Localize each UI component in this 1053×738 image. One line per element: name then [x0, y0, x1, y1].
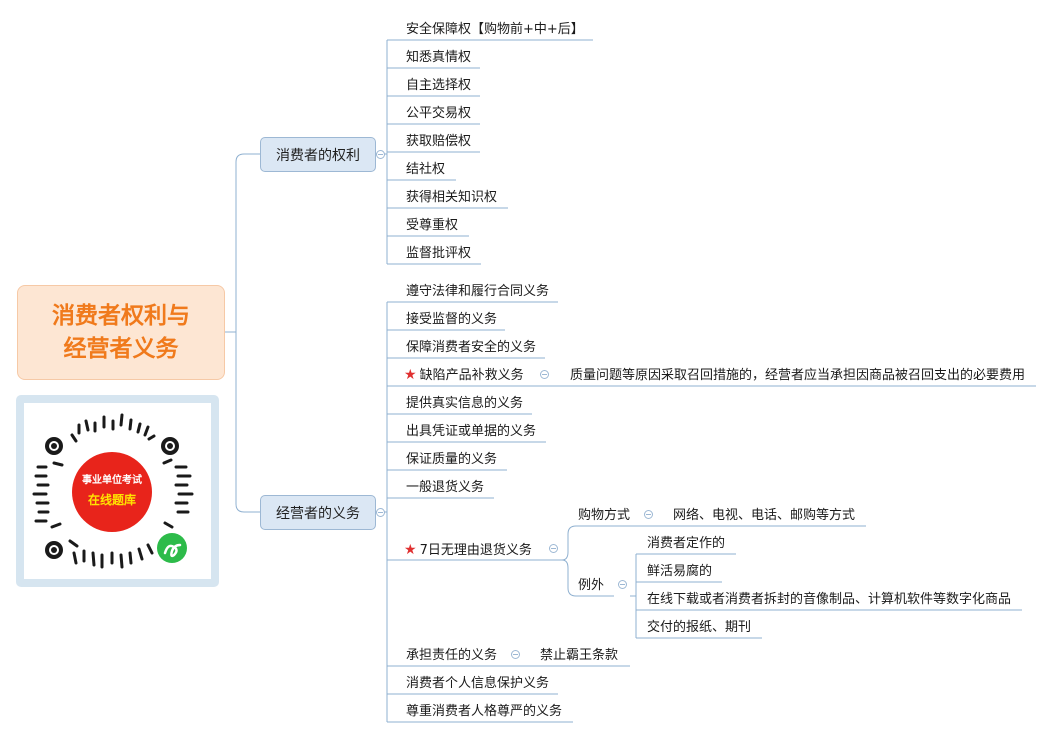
branch-consumer-rights-label: 消费者的权利	[276, 147, 360, 164]
collapse-duties-icon[interactable]	[376, 508, 385, 517]
duties-item[interactable]: 消费者个人信息保护义务	[406, 676, 550, 691]
rights-item[interactable]: 知悉真情权	[406, 50, 472, 65]
rights-item[interactable]: 获得相关知识权	[406, 190, 498, 205]
qr-badge	[72, 452, 152, 532]
duties-item-7day-return-label: 7日无理由退货义务	[419, 543, 532, 558]
collapse-purchase-icon[interactable]	[644, 510, 653, 519]
collapse-exception-icon[interactable]	[618, 580, 627, 589]
root-topic[interactable]: 消费者权利与 经营者义务	[17, 285, 225, 380]
exception-item[interactable]: 交付的报纸、期刊	[647, 620, 752, 635]
exception-item[interactable]: 鲜活易腐的	[647, 564, 713, 579]
defect-note[interactable]: 质量问题等原因采取召回措施的，经营者应当承担因商品被召回支出的必要费用	[570, 368, 1026, 383]
duties-item[interactable]: 尊重消费者人格尊严的义务	[406, 704, 563, 719]
duties-item-7day-return[interactable]: ★7日无理由退货义务	[404, 542, 532, 559]
rights-item[interactable]: 公平交易权	[406, 106, 472, 121]
duties-item[interactable]: 一般退货义务	[406, 480, 485, 495]
rights-item[interactable]: 获取赔偿权	[406, 134, 472, 149]
duties-item[interactable]: 提供真实信息的义务	[406, 396, 524, 411]
duties-item[interactable]: 保证质量的义务	[406, 452, 498, 467]
exception-label[interactable]: 例外	[578, 578, 605, 593]
rights-item[interactable]: 监督批评权	[406, 246, 472, 261]
branch-operator-duties[interactable]: 经营者的义务	[260, 495, 376, 530]
rights-item[interactable]: 自主选择权	[406, 78, 472, 93]
collapse-defect-icon[interactable]	[540, 370, 549, 379]
duties-item-defect[interactable]: ★缺陷产品补救义务	[404, 367, 524, 384]
rights-item[interactable]: 受尊重权	[406, 218, 459, 233]
root-title-line1: 消费者权利与	[52, 302, 190, 329]
star-icon: ★	[404, 542, 417, 558]
collapse-liability-icon[interactable]	[511, 650, 520, 659]
duties-item[interactable]: 接受监督的义务	[406, 312, 498, 327]
qr-code: 事业单位考试 在线题库	[24, 403, 211, 579]
qr-badge-line1: 事业单位考试	[82, 475, 142, 486]
branch-operator-duties-label: 经营者的义务	[276, 505, 360, 522]
branch-consumer-rights[interactable]: 消费者的权利	[260, 137, 376, 172]
duties-item[interactable]: 承担责任的义务	[406, 648, 498, 663]
purchase-method-value[interactable]: 网络、电视、电话、邮购等方式	[673, 508, 856, 523]
collapse-rights-icon[interactable]	[376, 150, 385, 159]
duties-item[interactable]: 出具凭证或单据的义务	[406, 424, 537, 439]
qr-badge-line2: 在线题库	[87, 493, 136, 507]
qr-code-image	[32, 413, 194, 569]
exception-item[interactable]: 在线下载或者消费者拆封的音像制品、计算机软件等数字化商品	[647, 592, 1012, 607]
exception-item[interactable]: 消费者定作的	[647, 536, 726, 551]
root-title-line2: 经营者义务	[63, 335, 179, 362]
duties-item-defect-label: 缺陷产品补救义务	[419, 368, 524, 383]
liability-note[interactable]: 禁止霸王条款	[540, 648, 619, 663]
duties-item[interactable]: 保障消费者安全的义务	[406, 340, 537, 355]
rights-item[interactable]: 结社权	[406, 162, 446, 177]
purchase-method-label[interactable]: 购物方式	[578, 508, 631, 523]
qr-code-card: 事业单位考试 在线题库	[16, 395, 219, 587]
collapse-7day-icon[interactable]	[549, 544, 558, 553]
star-icon: ★	[404, 367, 417, 383]
rights-item[interactable]: 安全保障权【购物前+中+后】	[406, 22, 584, 37]
duties-item[interactable]: 遵守法律和履行合同义务	[406, 284, 550, 299]
